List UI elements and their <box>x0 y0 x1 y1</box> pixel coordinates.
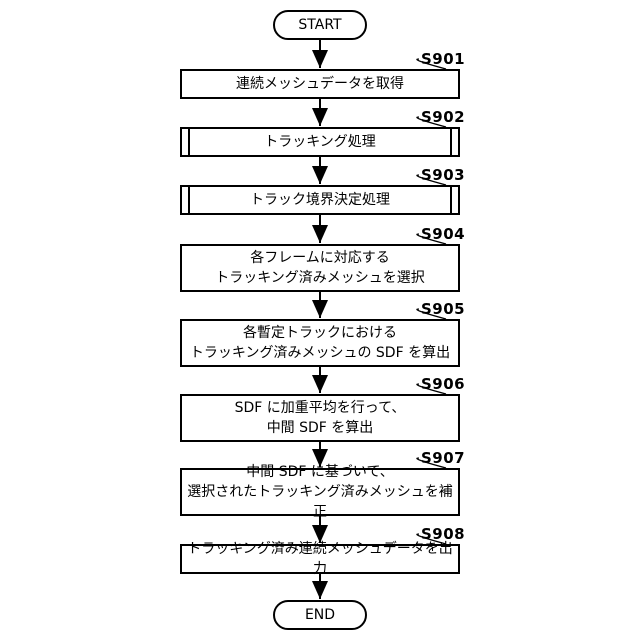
step-id-s907: S907 <box>421 449 465 467</box>
step-text-s906-line-1: SDF に加重平均を行って、 <box>235 398 406 418</box>
step-box-s901: 連続メッシュデータを取得 <box>180 69 460 99</box>
step-text-s905-line-2: トラッキング済みメッシュの SDF を算出 <box>190 343 450 363</box>
step-box-s906: SDF に加重平均を行って、 中間 SDF を算出 <box>180 394 460 442</box>
step-box-s903: トラック境界決定処理 <box>180 185 460 215</box>
step-box-s905: 各暫定トラックにおける トラッキング済みメッシュの SDF を算出 <box>180 319 460 367</box>
step-id-s904: S904 <box>421 225 465 243</box>
step-text-s901-line-1: 連続メッシュデータを取得 <box>236 74 404 94</box>
step-text-s907-line-1: 中間 SDF に基づいて、 <box>246 462 394 482</box>
step-text-s902-line-1: トラッキング処理 <box>264 132 376 152</box>
step-id-s908: S908 <box>421 525 465 543</box>
step-box-s907: 中間 SDF に基づいて、 選択されたトラッキング済みメッシュを補正 <box>180 468 460 516</box>
step-text-s907-line-2: 選択されたトラッキング済みメッシュを補正 <box>182 482 458 522</box>
step-id-s902: S902 <box>421 108 465 126</box>
step-id-s906: S906 <box>421 375 465 393</box>
step-id-s903: S903 <box>421 166 465 184</box>
end-label: END <box>305 607 335 623</box>
step-text-s905-line-1: 各暫定トラックにおける <box>243 323 397 343</box>
start-label: START <box>298 17 341 33</box>
end-terminal: END <box>273 600 367 630</box>
step-text-s903-line-1: トラック境界決定処理 <box>250 190 390 210</box>
step-id-s905: S905 <box>421 300 465 318</box>
step-box-s908: トラッキング済み連続メッシュデータを出力 <box>180 544 460 574</box>
step-text-s904-line-1: 各フレームに対応する <box>250 248 390 268</box>
start-terminal: START <box>273 10 367 40</box>
step-text-s906-line-2: 中間 SDF を算出 <box>267 418 374 438</box>
step-box-s902: トラッキング処理 <box>180 127 460 157</box>
step-id-s901: S901 <box>421 50 465 68</box>
step-text-s908-line-1: トラッキング済み連続メッシュデータを出力 <box>182 539 458 579</box>
step-box-s904: 各フレームに対応する トラッキング済みメッシュを選択 <box>180 244 460 292</box>
step-text-s904-line-2: トラッキング済みメッシュを選択 <box>215 268 425 288</box>
